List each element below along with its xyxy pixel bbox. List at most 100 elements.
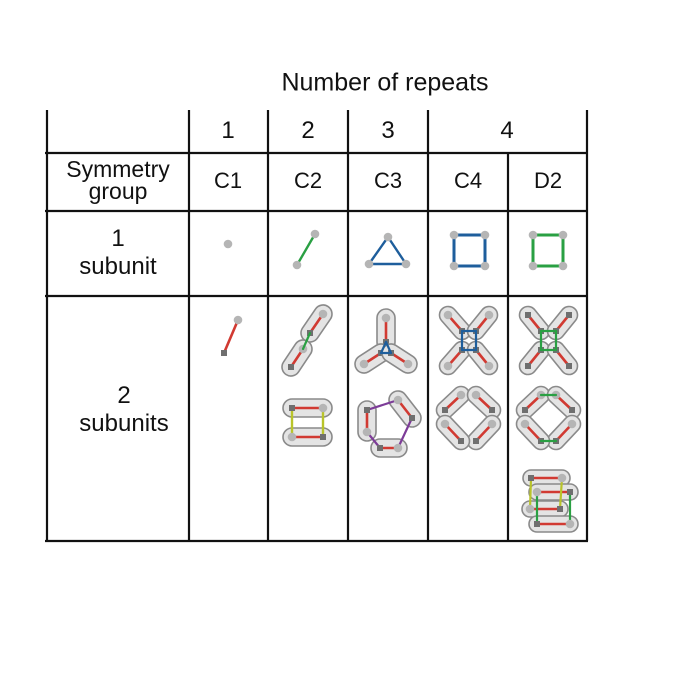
c4-single-subunit <box>449 230 490 271</box>
row-1-count: 1 <box>111 225 125 252</box>
node-square <box>289 405 295 411</box>
node-circle <box>233 315 243 325</box>
symmetry-c3: C3 <box>373 168 403 193</box>
node-circle <box>558 261 568 271</box>
node-circle <box>567 419 577 429</box>
c3-two-subunits-ring <box>357 390 422 458</box>
node-square <box>566 363 572 369</box>
node-circle <box>443 310 453 320</box>
c2-two-subunits-parallel <box>282 398 333 447</box>
bond-line <box>528 476 533 511</box>
node-circle <box>528 230 538 240</box>
node-square <box>442 407 448 413</box>
node-circle <box>223 239 233 249</box>
c1-single-subunit <box>223 239 233 249</box>
c3-single-subunit <box>364 232 411 269</box>
c4-two-subunits-cross <box>438 305 499 376</box>
node-circle <box>557 473 567 483</box>
bond-line <box>386 235 408 266</box>
node-square <box>525 363 531 369</box>
node-square <box>569 407 575 413</box>
d2-two-subunits-cross <box>518 305 579 376</box>
node-circle <box>558 230 568 240</box>
node-circle <box>318 403 328 413</box>
header-title: Number of repeats <box>281 68 489 97</box>
node-circle <box>318 309 328 319</box>
node-circle <box>565 519 575 529</box>
node-circle <box>310 229 320 239</box>
symmetry-c4: C4 <box>453 168 483 193</box>
node-circle <box>440 419 450 429</box>
node-circle <box>484 361 494 371</box>
bond-line <box>301 331 312 351</box>
bond-line <box>396 416 414 450</box>
node-circle <box>525 504 535 514</box>
bond-line <box>295 232 317 267</box>
node-square <box>566 312 572 318</box>
node-circle <box>287 432 297 442</box>
node-circle <box>484 310 494 320</box>
node-circle <box>403 359 413 369</box>
node-circle <box>393 395 403 405</box>
node-square <box>525 312 531 318</box>
bond-line <box>222 318 240 355</box>
bond-line <box>379 340 388 355</box>
node-circle <box>532 487 542 497</box>
node-square <box>409 415 415 421</box>
node-square <box>377 445 383 451</box>
node-circle <box>449 261 459 271</box>
symmetry-group-header-line2: group <box>88 178 148 204</box>
repeat-count-1: 1 <box>221 117 235 144</box>
c2-two-subunits-linear <box>281 304 333 377</box>
node-square <box>320 434 326 440</box>
node-circle <box>401 259 411 269</box>
node-circle <box>364 259 374 269</box>
node-circle <box>383 232 393 242</box>
c1-two-subunits <box>221 315 243 356</box>
node-square <box>557 506 563 512</box>
node-circle <box>393 443 403 453</box>
node-circle <box>528 261 538 271</box>
bond-line <box>365 398 400 412</box>
node-circle <box>480 261 490 271</box>
symmetry-c1: C1 <box>213 168 243 193</box>
node-square <box>221 350 227 356</box>
repeat-count-2: 2 <box>301 117 315 144</box>
node-square <box>489 407 495 413</box>
row-label-2-subunits: 2 subunits <box>79 384 168 436</box>
node-circle <box>520 419 530 429</box>
repeat-count-4: 4 <box>500 117 514 144</box>
c3-two-subunits-star <box>354 308 418 374</box>
node-square <box>534 521 540 527</box>
node-square <box>473 438 479 444</box>
c2-single-subunit <box>292 229 320 270</box>
bond-line <box>558 476 564 511</box>
bond-line <box>367 235 390 266</box>
row-1-unit: subunit <box>79 253 157 280</box>
d2-two-subunits-diamond <box>515 385 582 451</box>
symmetry-group-header-line1: Symmetry <box>66 156 170 183</box>
node-circle <box>359 359 369 369</box>
node-circle <box>456 390 466 400</box>
node-circle <box>480 230 490 240</box>
c4-two-subunits-diamond <box>435 385 502 451</box>
node-circle <box>362 427 372 437</box>
node-square <box>458 438 464 444</box>
row-2-unit: subunits <box>79 410 169 437</box>
symmetry-group-header: Symmetry group <box>66 156 170 204</box>
node-circle <box>487 419 497 429</box>
d2-single-subunit <box>528 230 568 271</box>
symmetry-c2: C2 <box>293 168 323 193</box>
row-2-count: 2 <box>117 382 131 409</box>
node-square <box>522 407 528 413</box>
node-square <box>288 364 294 370</box>
node-circle <box>443 361 453 371</box>
repeat-count-3: 3 <box>381 117 395 144</box>
node-square <box>567 489 573 495</box>
node-square <box>364 407 370 413</box>
node-circle <box>471 390 481 400</box>
d2-two-subunits-stack <box>521 469 579 533</box>
node-circle <box>292 260 302 270</box>
